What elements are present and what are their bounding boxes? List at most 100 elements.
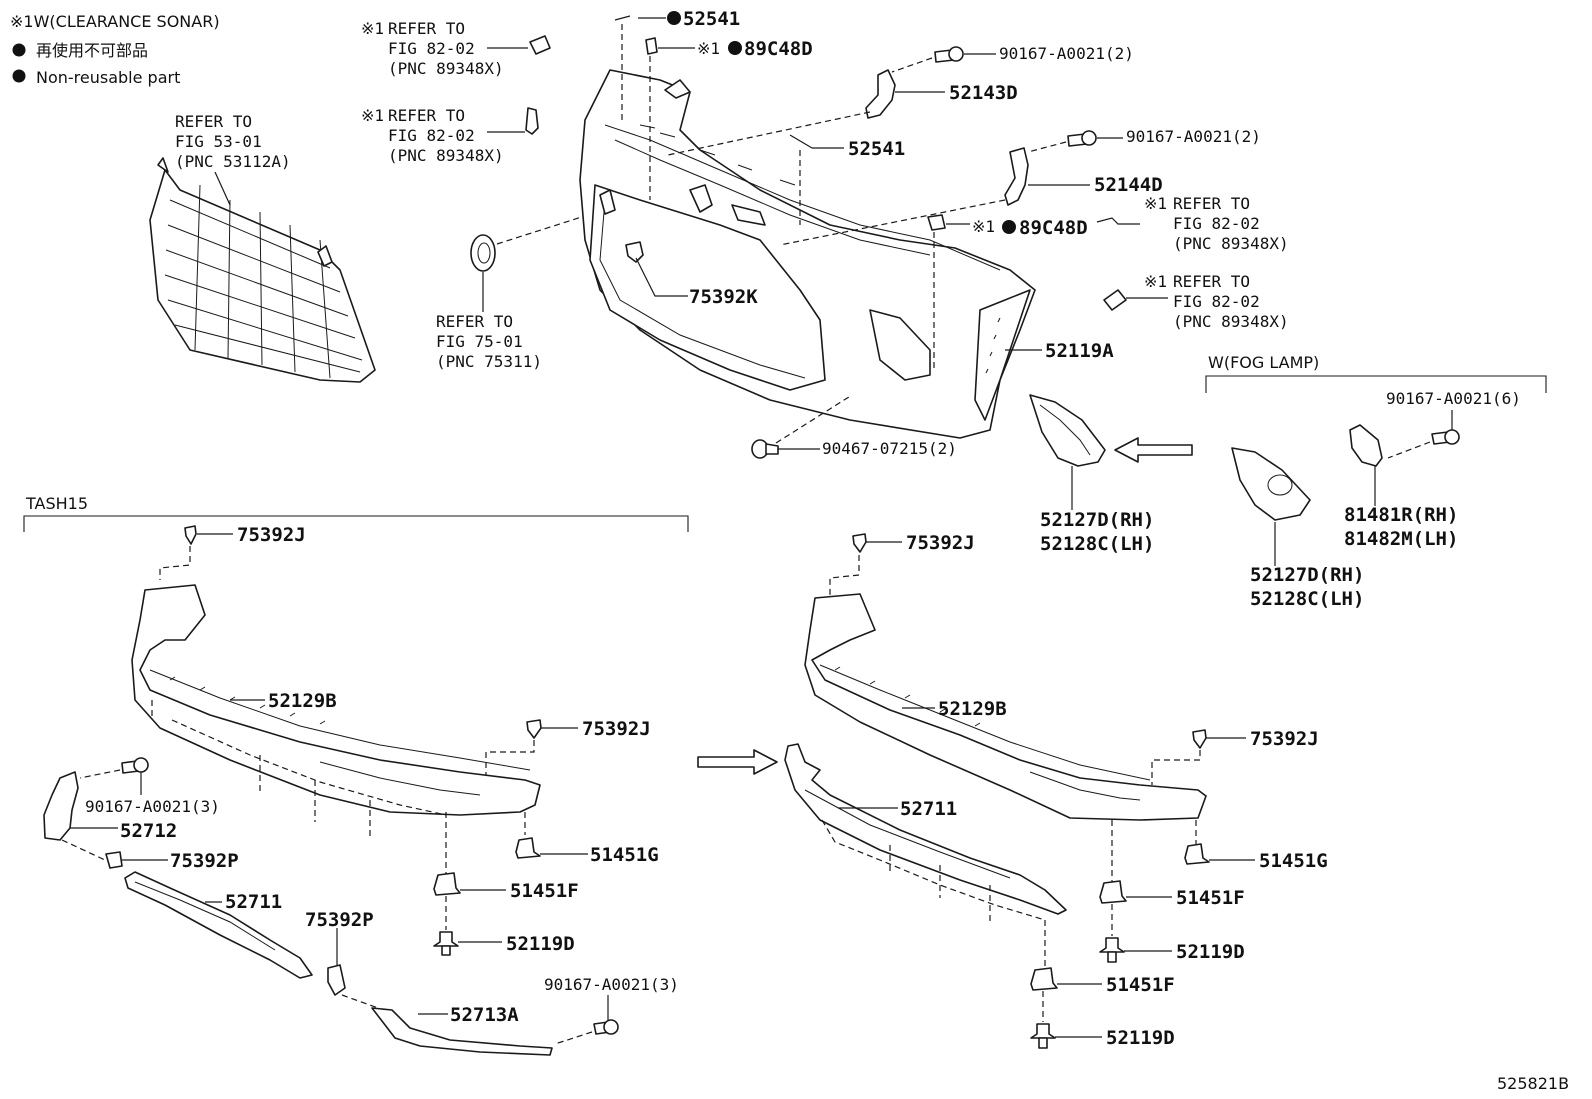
ref-82-d-line3: (PNC 89348X) — [1173, 312, 1289, 331]
ref-82-c-line3: (PNC 89348X) — [1173, 234, 1289, 253]
ref-82-a-mark: ※1 — [361, 19, 384, 38]
label-90167-b3: 90167-A0021(3) — [544, 975, 679, 994]
legend-non-reusable-jp: 再使用不可部品 — [36, 41, 148, 60]
ref-75-line3: (PNC 75311) — [436, 352, 542, 371]
retainer-51451f-icon — [1099, 880, 1127, 904]
label-52711-a: 52711 — [225, 891, 282, 913]
non-reusable-dot-icon — [728, 41, 742, 55]
screw-icon — [1431, 429, 1460, 445]
label-81481r: 81481R(RH) — [1344, 504, 1458, 526]
ref-75-line2: FIG 75-01 — [436, 332, 523, 351]
label-52129b-a: 52129B — [268, 690, 337, 712]
clip-75392j-icon — [1192, 729, 1207, 749]
clip-90467-icon — [751, 439, 779, 459]
label-52541: 52541 — [848, 138, 905, 160]
label-75392j-c: 75392J — [906, 532, 975, 554]
clip-75392k-icon — [625, 241, 644, 263]
label-51451g-a: 51451G — [590, 844, 659, 866]
label-51451f-a: 51451F — [510, 880, 579, 902]
screw-icon — [121, 757, 149, 774]
label-90167-second: 90167-A0021(2) — [1126, 127, 1261, 146]
label-52144d: 52144D — [1094, 174, 1163, 196]
non-reusable-bullet-icon — [12, 43, 26, 57]
side-garnish-52712-drawing — [43, 771, 79, 841]
ref-82-a-line2: FIG 82-02 — [388, 39, 475, 58]
group-tash15: TASH15 — [25, 494, 88, 513]
fog-bracket-drawing — [1349, 424, 1383, 467]
label-75392j-a: 75392J — [237, 524, 306, 546]
sonar-sensor-icon — [1103, 289, 1127, 311]
clip-75392p-icon — [105, 851, 123, 869]
legend-clearance-sonar: ※1W(CLEARANCE SONAR) — [10, 12, 220, 31]
ref-82-b-line1: REFER TO — [388, 106, 465, 125]
non-reusable-dot-icon — [1002, 220, 1016, 234]
mark-89c48d-top: ※1 — [697, 39, 720, 58]
label-52119a: 52119A — [1045, 340, 1114, 362]
sonar-bracket-icon — [525, 107, 539, 135]
fog-cover-drawing — [1029, 394, 1106, 467]
label-75392j-b: 75392J — [582, 718, 651, 740]
group-fog-lamp: W(FOG LAMP) — [1208, 353, 1319, 372]
label-52119d-a: 52119D — [506, 933, 575, 955]
ref-82-b-line3: (PNC 89348X) — [388, 146, 504, 165]
screw-icon — [593, 1019, 619, 1035]
retainer-51451f-icon — [433, 872, 461, 896]
clip-75392j-icon — [526, 719, 542, 739]
bracket-52143d-drawing — [865, 69, 896, 119]
bolt-52119d-icon — [433, 931, 459, 956]
sonar-retainer-icon — [645, 37, 658, 55]
label-52127d-a: 52127D(RH) — [1040, 509, 1154, 531]
label-90167-fog: 90167-A0021(6) — [1386, 389, 1521, 408]
legend-non-reusable-en: Non-reusable part — [36, 68, 180, 87]
label-75392p-a: 75392P — [170, 850, 239, 872]
arrow-right-icon — [697, 749, 778, 775]
lower-garnish-52713a-drawing — [371, 1007, 553, 1056]
label-89c48d-mid: 89C48D — [1019, 217, 1088, 239]
ref-75-line1: REFER TO — [436, 312, 513, 331]
ref-82-c-line2: FIG 82-02 — [1173, 214, 1260, 233]
ref-82-c-line1: REFER TO — [1173, 194, 1250, 213]
label-52713a: 52713A — [450, 1004, 519, 1026]
arrow-left-icon — [1114, 437, 1193, 463]
label-52711-b: 52711 — [900, 798, 957, 820]
label-52712: 52712 — [120, 820, 177, 842]
ref-82-d-mark: ※1 — [1144, 272, 1167, 291]
label-52119d-c: 52119D — [1106, 1027, 1175, 1049]
label-89c48d-top: 89C48D — [744, 38, 813, 60]
label-75392k: 75392K — [689, 286, 758, 308]
label-52129b-b: 52129B — [938, 698, 1007, 720]
label-90167-top: 90167-A0021(2) — [999, 44, 1134, 63]
clip-75392j-icon — [184, 525, 197, 545]
lower-molding-right-drawing — [784, 743, 1067, 915]
screw-icon — [934, 46, 964, 63]
ref-82-a-line3: (PNC 89348X) — [388, 59, 504, 78]
retainer-51451g-icon — [515, 837, 541, 859]
bolt-52119d-icon — [1099, 937, 1125, 963]
mark-89c48d-mid: ※1 — [972, 217, 995, 236]
figure-id: 525821B — [1497, 1074, 1569, 1093]
bolt-52119d-icon — [1030, 1023, 1056, 1049]
label-51451g-b: 51451G — [1259, 850, 1328, 872]
label-52541-top: 52541 — [683, 8, 740, 30]
label-90167-a3: 90167-A0021(3) — [85, 797, 220, 816]
ref-53-line3: (PNC 53112A) — [175, 152, 291, 171]
ref-82-a-line1: REFER TO — [388, 19, 465, 38]
sonar-retainer-icon — [927, 214, 946, 231]
bumper-cover-drawing — [579, 69, 1036, 439]
retainer-51451g-icon — [1184, 843, 1210, 865]
retainer-51451f-icon — [1030, 967, 1058, 991]
bracket-52144d-drawing — [1004, 147, 1029, 206]
screw-icon — [1067, 130, 1097, 147]
ref-53-line2: FIG 53-01 — [175, 132, 262, 151]
label-52119d-b: 52119D — [1176, 941, 1245, 963]
lower-grille-left-drawing — [131, 584, 541, 816]
label-51451f-c: 51451F — [1106, 974, 1175, 996]
lower-grille-right-drawing — [804, 593, 1207, 821]
non-reusable-bullet-icon — [12, 69, 26, 83]
ref-82-d-line2: FIG 82-02 — [1173, 292, 1260, 311]
label-52128c-b: 52128C(LH) — [1250, 588, 1364, 610]
label-52143d: 52143D — [949, 82, 1018, 104]
lower-molding-left-drawing — [124, 871, 313, 979]
ref-82-b-mark: ※1 — [361, 106, 384, 125]
